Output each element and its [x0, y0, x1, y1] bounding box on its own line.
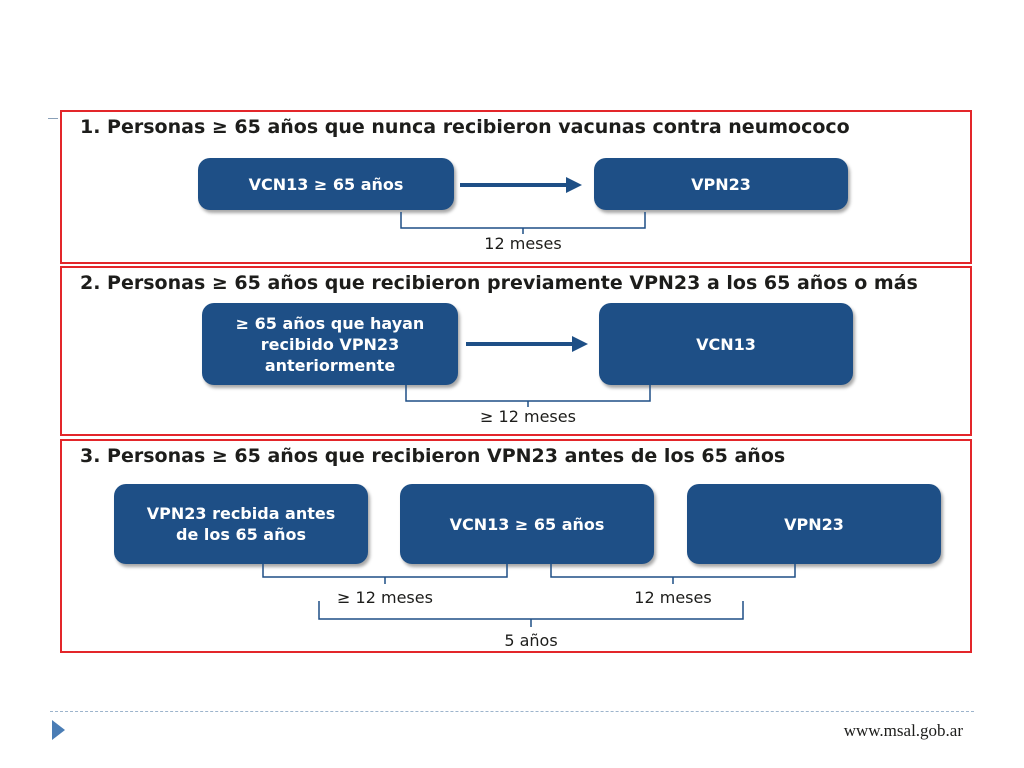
slide-mark	[48, 118, 58, 119]
section-3-title: 3. Personas ≥ 65 años que recibieron VPN…	[80, 445, 786, 467]
section-2-arrow	[466, 336, 588, 352]
section-2-interval-bracket	[405, 385, 651, 407]
section-2-box-vcn13-label: VCN13	[696, 334, 756, 354]
section-3-total-label: 5 años	[504, 631, 558, 650]
section-1: 1. Personas ≥ 65 años que nunca recibier…	[60, 110, 972, 264]
section-3-box-early-vpn23-label: VPN23 recbida antes de los 65 años	[146, 504, 336, 544]
section-3: 3. Personas ≥ 65 años que recibieron VPN…	[60, 439, 972, 653]
section-3-total-bracket	[318, 601, 744, 627]
section-3-box-vpn23-label: VPN23	[784, 514, 844, 534]
section-1-interval-bracket	[400, 212, 646, 234]
section-3-box-vcn13: VCN13 ≥ 65 años	[400, 484, 654, 564]
section-2: 2. Personas ≥ 65 años que recibieron pre…	[60, 266, 972, 436]
section-1-box-vcn13-label: VCN13 ≥ 65 años	[248, 174, 404, 194]
footer-divider	[50, 711, 974, 712]
section-1-interval-label: 12 meses	[484, 234, 562, 253]
section-3-box-vcn13-label: VCN13 ≥ 65 años	[449, 514, 605, 534]
section-3-interval-label-2: 12 meses	[634, 588, 712, 607]
section-2-box-vcn13: VCN13	[599, 303, 853, 385]
section-2-title: 2. Personas ≥ 65 años que recibieron pre…	[80, 272, 918, 294]
section-1-arrow	[460, 177, 582, 193]
section-3-box-vpn23: VPN23	[687, 484, 941, 564]
section-3-interval-bracket-2	[550, 564, 796, 584]
footer-url: www.msal.gob.ar	[843, 721, 963, 740]
section-3-interval-label-1: ≥ 12 meses	[337, 588, 433, 607]
section-3-box-early-vpn23: VPN23 recbida antes de los 65 años	[114, 484, 368, 564]
section-1-title: 1. Personas ≥ 65 años que nunca recibier…	[80, 116, 850, 138]
section-3-interval-bracket-1	[262, 564, 508, 584]
section-1-box-vcn13: VCN13 ≥ 65 años	[198, 158, 454, 210]
section-1-box-vpn23: VPN23	[594, 158, 848, 210]
section-2-interval-label: ≥ 12 meses	[480, 407, 576, 426]
triangle-bullet-icon	[52, 720, 65, 740]
section-2-box-prior-vpn23: ≥ 65 años que hayan recibido VPN23 anter…	[202, 303, 458, 385]
section-2-box-prior-vpn23-label: ≥ 65 años que hayan recibido VPN23 anter…	[235, 313, 425, 375]
section-1-box-vpn23-label: VPN23	[691, 174, 751, 194]
